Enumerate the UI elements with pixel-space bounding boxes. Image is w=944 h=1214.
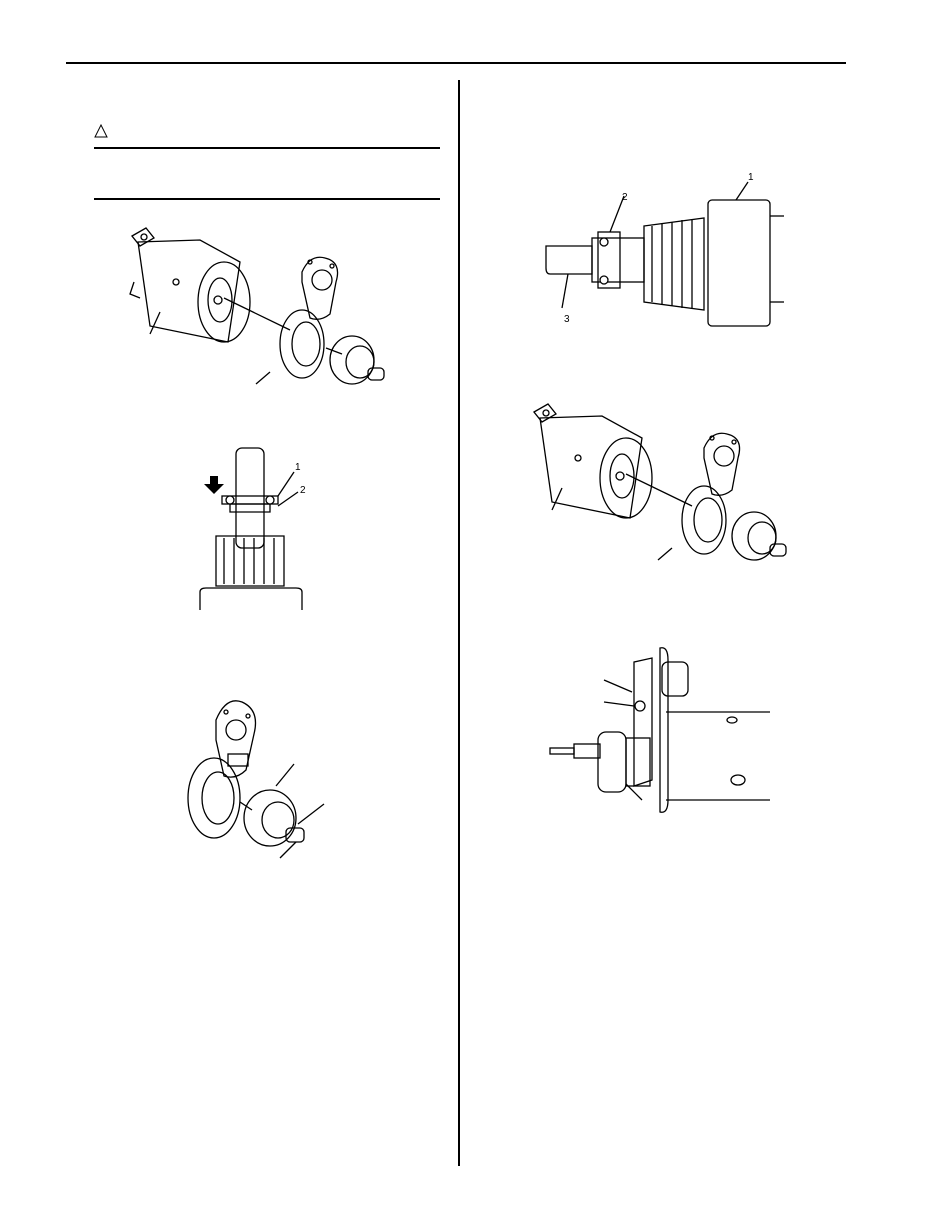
caution-rule-top — [94, 147, 440, 149]
figure-shaft-lock-ring: 1 2 — [199, 447, 306, 610]
header-rule — [66, 62, 846, 64]
figure-drive-housing-pinion — [187, 700, 325, 859]
caution-triangle-icon — [94, 124, 108, 138]
callout-3: 3 — [564, 314, 570, 325]
callout-2: 2 — [300, 485, 306, 496]
callout-1: 1 — [295, 462, 301, 473]
figure-lever-installation — [549, 647, 770, 813]
down-arrow-icon — [204, 476, 224, 494]
figure-shaft-cross-section: 1 2 3 — [545, 172, 784, 327]
column-divider — [458, 80, 460, 1166]
callout-2: 2 — [622, 192, 628, 203]
callout-1: 1 — [748, 172, 754, 183]
figure-yoke-drive-housing-left — [129, 227, 385, 385]
figure-yoke-drive-housing-right — [533, 403, 787, 561]
caution-rule-bottom — [94, 198, 440, 200]
